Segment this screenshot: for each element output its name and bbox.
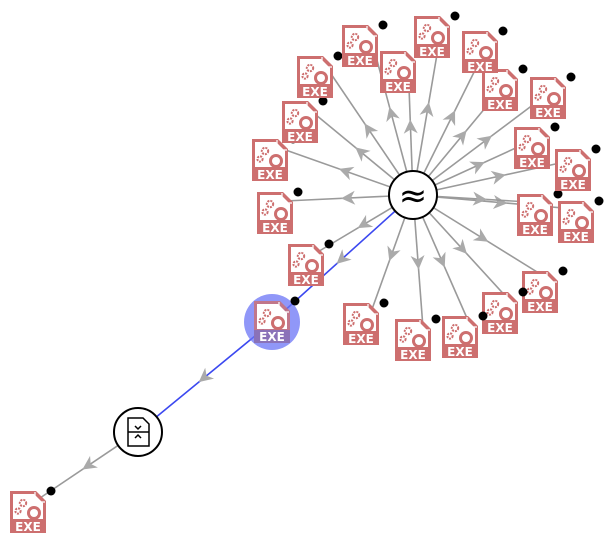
edge-arrow-icon bbox=[198, 367, 215, 383]
file-label: EXE bbox=[287, 130, 313, 144]
file-label: EXE bbox=[467, 60, 493, 74]
edge-arrow-icon bbox=[387, 245, 401, 262]
edge-arrow-icon bbox=[442, 110, 456, 126]
file-label: EXE bbox=[560, 178, 586, 192]
node-badge-dot bbox=[46, 486, 56, 496]
edge-arrow-icon bbox=[472, 228, 489, 242]
labels-layer: EXE EXE EXE EXE EXE EXE EXE EXE EXE EXE EXE EXE EXE E… bbox=[10, 45, 594, 534]
node-badge-dot bbox=[290, 296, 300, 306]
file-label-group: EXE bbox=[252, 168, 288, 182]
node-badge-dot bbox=[431, 314, 441, 324]
file-label-group: EXE bbox=[514, 156, 550, 170]
file-label-group: EXE bbox=[482, 98, 518, 112]
similarity-symbol: ≈ bbox=[399, 176, 428, 216]
file-label: EXE bbox=[487, 98, 513, 112]
file-split-icon bbox=[127, 417, 150, 447]
node-badge-dot bbox=[558, 266, 568, 276]
edge-arrow-icon bbox=[386, 106, 400, 123]
file-label-group: EXE bbox=[282, 130, 318, 144]
edge-arrow-icon bbox=[469, 161, 485, 175]
edge-arrow-icon bbox=[336, 249, 352, 264]
edge-arrow-icon bbox=[476, 135, 492, 150]
edge-arrow-icon bbox=[452, 130, 467, 146]
edge-highlighted-to-extractor[interactable] bbox=[137, 321, 273, 433]
file-label: EXE bbox=[257, 168, 283, 182]
file-label-group: EXE bbox=[288, 273, 324, 287]
file-label-group: EXE bbox=[530, 106, 566, 120]
file-label: EXE bbox=[487, 321, 513, 335]
file-label-group: EXE bbox=[442, 345, 478, 359]
edge-arrow-icon bbox=[357, 214, 374, 229]
file-label: EXE bbox=[535, 106, 561, 120]
file-label-group: EXE bbox=[555, 178, 591, 192]
file-label: EXE bbox=[400, 348, 426, 362]
edge-arrow-icon bbox=[82, 455, 98, 470]
node-badge-dot bbox=[518, 287, 528, 297]
dots-layer bbox=[46, 11, 604, 496]
node-badge-dot bbox=[293, 187, 303, 197]
file-label-group: EXE bbox=[10, 520, 46, 534]
node-badge-dot bbox=[566, 72, 576, 82]
similarity-node[interactable]: ≈ bbox=[388, 170, 438, 220]
file-label: EXE bbox=[262, 221, 288, 235]
node-badge-dot bbox=[478, 311, 488, 321]
edge-arrow-icon bbox=[452, 238, 467, 254]
file-label: EXE bbox=[259, 330, 285, 344]
file-label: EXE bbox=[447, 345, 473, 359]
file-label: EXE bbox=[347, 54, 373, 68]
node-badge-dot bbox=[498, 26, 508, 36]
node-badge-dot bbox=[379, 298, 389, 308]
node-badge-dot bbox=[594, 196, 604, 206]
node-badge-dot bbox=[553, 189, 563, 199]
file-label-group: EXE bbox=[414, 45, 450, 59]
node-badge-dot bbox=[318, 96, 328, 106]
file-label-group: EXE bbox=[482, 321, 518, 335]
file-label: EXE bbox=[385, 80, 411, 94]
edge-arrow-icon bbox=[490, 170, 506, 185]
edge-arrow-icon bbox=[403, 119, 418, 134]
edge-arrow-icon bbox=[355, 147, 371, 162]
edge-arrow-icon bbox=[472, 191, 487, 206]
file-label-group: EXE bbox=[395, 348, 431, 362]
node-badge-dot bbox=[324, 239, 334, 249]
file-label-group: EXE bbox=[380, 80, 416, 94]
file-label: EXE bbox=[563, 230, 589, 244]
file-label: EXE bbox=[527, 300, 553, 314]
file-label-group: EXE bbox=[462, 60, 498, 74]
file-label: EXE bbox=[15, 520, 41, 534]
file-label: EXE bbox=[519, 156, 545, 170]
edge-arrow-icon bbox=[492, 195, 508, 209]
node-badge-dot bbox=[333, 51, 343, 61]
file-label-group: EXE bbox=[297, 85, 333, 99]
node-badge-dot bbox=[591, 144, 601, 154]
edge-similar[interactable] bbox=[324, 64, 414, 196]
file-label: EXE bbox=[293, 273, 319, 287]
file-label-group: EXE bbox=[343, 332, 379, 346]
extractor-node[interactable] bbox=[113, 407, 163, 457]
file-label-group: EXE bbox=[254, 330, 290, 344]
edge-similar[interactable] bbox=[412, 157, 584, 196]
file-label-group: EXE bbox=[522, 300, 558, 314]
file-label-group: EXE bbox=[342, 54, 378, 68]
file-label: EXE bbox=[419, 45, 445, 59]
node-badge-dot bbox=[450, 11, 460, 21]
edge-arrow-icon bbox=[341, 190, 356, 205]
edge-arrow-icon bbox=[410, 254, 425, 270]
edge-arrow-icon bbox=[419, 102, 434, 118]
file-label-group: EXE bbox=[558, 230, 594, 244]
file-label-group: EXE bbox=[257, 221, 293, 235]
edge-arrow-icon bbox=[364, 123, 379, 139]
node-badge-dot bbox=[518, 64, 528, 74]
file-label: EXE bbox=[302, 85, 328, 99]
file-label-group: EXE bbox=[517, 223, 553, 237]
node-badge-dot bbox=[378, 20, 388, 30]
edge-similar[interactable] bbox=[412, 194, 551, 281]
edge-arrow-icon bbox=[432, 251, 446, 268]
file-label: EXE bbox=[348, 332, 374, 346]
node-badge-dot bbox=[550, 122, 560, 132]
file-label: EXE bbox=[522, 223, 548, 237]
edge-arrow-icon bbox=[338, 166, 355, 181]
